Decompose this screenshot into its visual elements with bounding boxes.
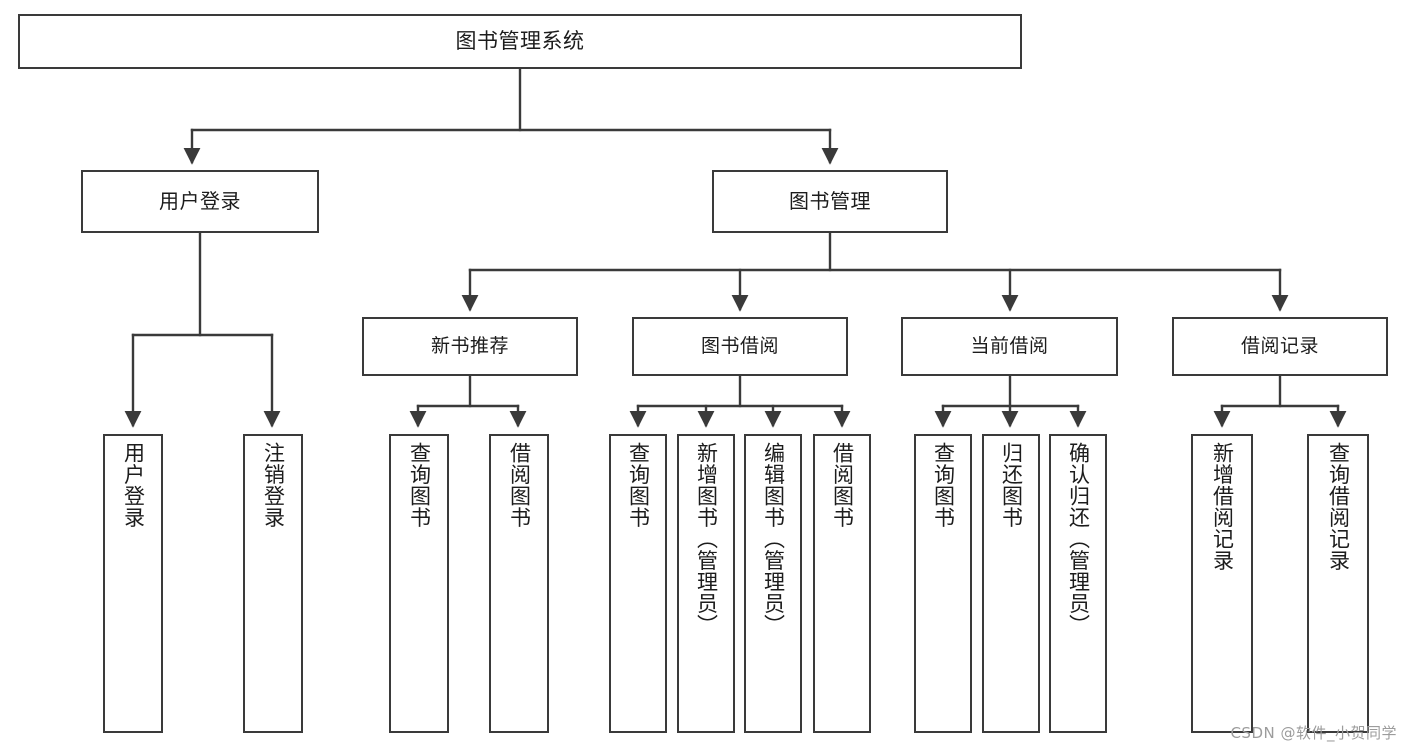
node-new-book-recommend[interactable]: 新书推荐	[362, 317, 578, 376]
leaf-new-book-2[interactable]: 借阅图书	[489, 434, 549, 733]
leaf-book-borrow-3[interactable]: 编辑图书（管理员）	[744, 434, 802, 733]
node-new-book-recommend-label: 新书推荐	[430, 334, 509, 357]
node-root-label: 图书管理系统	[455, 28, 585, 53]
leaf-borrow-record-1-label: 新增借阅记录	[1210, 442, 1235, 571]
leaf-new-book-1[interactable]: 查询图书	[389, 434, 449, 733]
node-user-login-label: 用户登录	[159, 189, 241, 214]
node-borrow-record[interactable]: 借阅记录	[1172, 317, 1388, 376]
leaf-book-borrow-1[interactable]: 查询图书	[609, 434, 667, 733]
node-borrow-record-label: 借阅记录	[1240, 334, 1319, 357]
node-book-management-label: 图书管理	[789, 189, 871, 214]
leaf-borrow-record-2-label: 查询借阅记录	[1326, 442, 1351, 571]
watermark: CSDN @软件_小贺同学	[1230, 724, 1397, 742]
leaf-borrow-record-1[interactable]: 新增借阅记录	[1191, 434, 1253, 733]
leaf-book-borrow-2[interactable]: 新增图书（管理员）	[677, 434, 735, 733]
node-user-login[interactable]: 用户登录	[81, 170, 319, 233]
leaf-book-borrow-2-label: 新增图书（管理员）	[694, 442, 719, 636]
leaf-user-login-2-label: 注销登录	[261, 442, 286, 528]
leaf-new-book-2-label: 借阅图书	[507, 442, 532, 528]
leaf-current-borrow-1[interactable]: 查询图书	[914, 434, 972, 733]
leaf-current-borrow-3-label: 确认归还（管理员）	[1066, 442, 1091, 636]
leaf-book-borrow-4-label: 借阅图书	[830, 442, 855, 528]
leaf-new-book-1-label: 查询图书	[407, 442, 432, 528]
leaf-current-borrow-2-label: 归还图书	[999, 442, 1024, 528]
leaf-book-borrow-3-label: 编辑图书（管理员）	[761, 442, 786, 636]
node-book-borrow-label: 图书借阅	[700, 334, 779, 357]
node-book-borrow[interactable]: 图书借阅	[632, 317, 848, 376]
leaf-borrow-record-2[interactable]: 查询借阅记录	[1307, 434, 1369, 733]
leaf-current-borrow-3[interactable]: 确认归还（管理员）	[1049, 434, 1107, 733]
leaf-current-borrow-1-label: 查询图书	[931, 442, 956, 528]
node-root[interactable]: 图书管理系统	[18, 14, 1022, 69]
leaf-user-login-1-label: 用户登录	[121, 442, 146, 528]
leaf-book-borrow-4[interactable]: 借阅图书	[813, 434, 871, 733]
leaf-user-login-1[interactable]: 用户登录	[103, 434, 163, 733]
leaf-user-login-2[interactable]: 注销登录	[243, 434, 303, 733]
node-current-borrow[interactable]: 当前借阅	[901, 317, 1118, 376]
leaf-book-borrow-1-label: 查询图书	[626, 442, 651, 528]
leaf-current-borrow-2[interactable]: 归还图书	[982, 434, 1040, 733]
node-book-management[interactable]: 图书管理	[712, 170, 948, 233]
node-current-borrow-label: 当前借阅	[970, 334, 1049, 357]
